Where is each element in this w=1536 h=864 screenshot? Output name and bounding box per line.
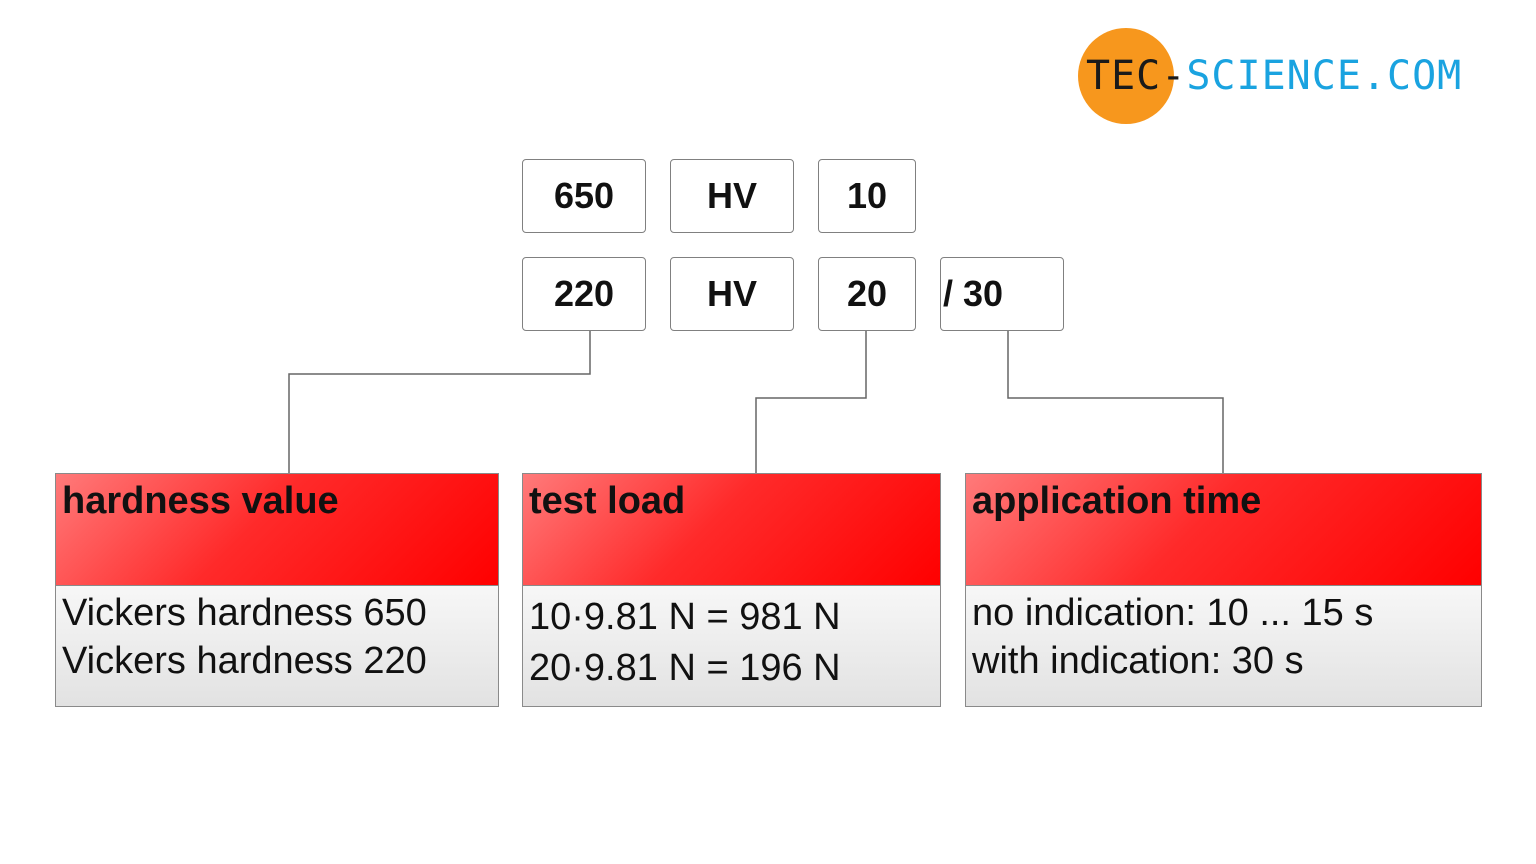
logo-orange-circle bbox=[1078, 28, 1174, 124]
example2-load-box: 20 bbox=[818, 257, 916, 331]
panel-line: with indication: 30 s bbox=[972, 640, 1304, 682]
connector-hardness-value bbox=[288, 331, 591, 473]
logo-text-part2: SCIENCE.COM bbox=[1186, 53, 1463, 99]
logo-wordmark: TEC-SCIENCE.COM bbox=[1086, 52, 1462, 100]
example1-value-box: 650 bbox=[522, 159, 646, 233]
tec-science-logo: TEC-SCIENCE.COM bbox=[1078, 26, 1518, 126]
panel-line: no indication: 10 ... 15 s bbox=[972, 592, 1374, 634]
example2-value-box: 220 bbox=[522, 257, 646, 331]
panel-body: 10·9.81 N = 981 N 20·9.81 N = 196 N bbox=[523, 586, 940, 706]
example1-load-box: 10 bbox=[818, 159, 916, 233]
panel-body: Vickers hardness 650 Vickers hardness 22… bbox=[56, 586, 498, 706]
panel-body: no indication: 10 ... 15 s with indicati… bbox=[966, 586, 1481, 706]
logo-text-part1: TEC- bbox=[1086, 53, 1187, 99]
example1-symbol-box: HV bbox=[670, 159, 794, 233]
connector-test-load bbox=[755, 331, 867, 473]
panel-header: application time bbox=[966, 474, 1481, 586]
panel-title: test load bbox=[529, 480, 686, 522]
panel-title: hardness value bbox=[62, 480, 339, 522]
panel-hardness-value: hardness value Vickers hardness 650 Vick… bbox=[55, 473, 499, 707]
panel-line: Vickers hardness 650 bbox=[62, 592, 427, 634]
panel-header: hardness value bbox=[56, 474, 498, 586]
panel-line: 20·9.81 N = 196 N bbox=[529, 647, 841, 689]
panel-line: 10·9.81 N = 981 N bbox=[529, 596, 841, 638]
panel-line: Vickers hardness 220 bbox=[62, 640, 427, 682]
panel-test-load: test load 10·9.81 N = 981 N 20·9.81 N = … bbox=[522, 473, 941, 707]
panel-application-time: application time no indication: 10 ... 1… bbox=[965, 473, 1482, 707]
panel-title: application time bbox=[972, 480, 1262, 522]
example2-symbol-box: HV bbox=[670, 257, 794, 331]
example2-time-box: / 30 bbox=[940, 257, 1064, 331]
connector-application-time bbox=[1007, 331, 1224, 473]
panel-header: test load bbox=[523, 474, 940, 586]
